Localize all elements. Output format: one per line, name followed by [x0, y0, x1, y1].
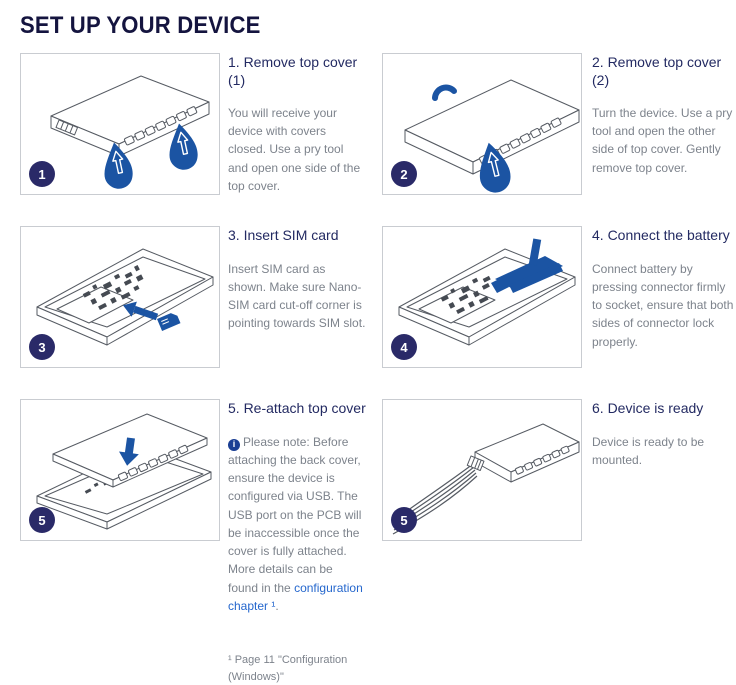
step-number-badge: 3	[29, 334, 55, 361]
pcb-components	[440, 275, 491, 315]
step-number-badge: 2	[391, 161, 417, 187]
page-title: SET UP YOUR DEVICE	[20, 12, 261, 39]
side-port	[55, 119, 79, 136]
cover-clips	[117, 445, 189, 482]
step5-title: 5. Re-attach top cover	[228, 400, 366, 417]
pry-tool-icon	[169, 123, 198, 170]
cover-clips	[514, 445, 570, 475]
step6-text: 6. Device is ready Device is ready to be…	[582, 399, 736, 615]
step2-title: 2. Remove top cover (2)	[592, 54, 722, 88]
step4-text: 4. Connect the battery Connect battery b…	[582, 226, 736, 368]
step6-title: 6. Device is ready	[592, 400, 704, 417]
pry-tool-icon	[479, 142, 511, 193]
step3-body: Insert SIM card as shown. Make sure Nano…	[228, 261, 366, 331]
step4-title: 4. Connect the battery	[592, 227, 730, 244]
illustration-device-turned-with-pry-tool	[404, 79, 580, 193]
battery-connector-icon	[491, 238, 563, 294]
steps-grid: 1 1. Remove top cover (1) You will recei…	[20, 53, 736, 685]
harness-connector	[466, 455, 485, 472]
insert-arrow-icon	[122, 301, 159, 321]
step1-title: 1. Remove top cover (1)	[228, 54, 358, 88]
illustration-open-device-sim-insert	[36, 248, 214, 346]
step4-figure: 4	[382, 226, 582, 369]
step4-body: Connect battery by pressing connector fi…	[592, 261, 734, 349]
pry-tool-icon	[104, 142, 133, 189]
step3-title: 3. Insert SIM card	[228, 227, 339, 244]
step-number-badge: 4	[391, 334, 417, 361]
step2-text: 2. Remove top cover (2) Turn the device.…	[582, 53, 736, 195]
step3-text: 3. Insert SIM card Insert SIM card as sh…	[220, 226, 382, 368]
step2-figure: 2	[382, 53, 582, 195]
step6-body: Device is ready to be mounted.	[592, 434, 705, 467]
step-number-badge: 5	[29, 507, 55, 534]
step3-figure: 3	[20, 226, 220, 369]
step1-figure: 1	[20, 53, 220, 195]
footnote: ¹ Page 11 "Configuration (Windows)"	[228, 654, 348, 683]
sim-card-icon	[157, 313, 181, 332]
cover-clip-hook	[432, 84, 457, 101]
step2-body: Turn the device. Use a pry tool and open…	[592, 106, 733, 175]
step1-text: 1. Remove top cover (1) You will receive…	[220, 53, 382, 195]
pcb-components	[82, 265, 144, 311]
info-icon: i	[228, 438, 240, 451]
cover-clips	[123, 106, 198, 146]
step5-body-prefix: Please note: Before attaching the back c…	[228, 434, 362, 595]
illustration-open-device-battery-connector	[398, 238, 576, 346]
step-number-badge: 1	[29, 161, 55, 187]
down-arrow-icon	[119, 437, 139, 466]
step6-figure: 5	[382, 399, 582, 542]
step-number-badge: 5	[391, 507, 417, 534]
step5-body-suffix: .	[275, 598, 279, 613]
step5-figure: 5	[20, 399, 220, 542]
illustration-device-with-two-pry-tools	[50, 75, 210, 189]
step1-body: You will receive your device with covers…	[228, 106, 361, 193]
illustration-reattach-top-cover	[36, 413, 212, 530]
